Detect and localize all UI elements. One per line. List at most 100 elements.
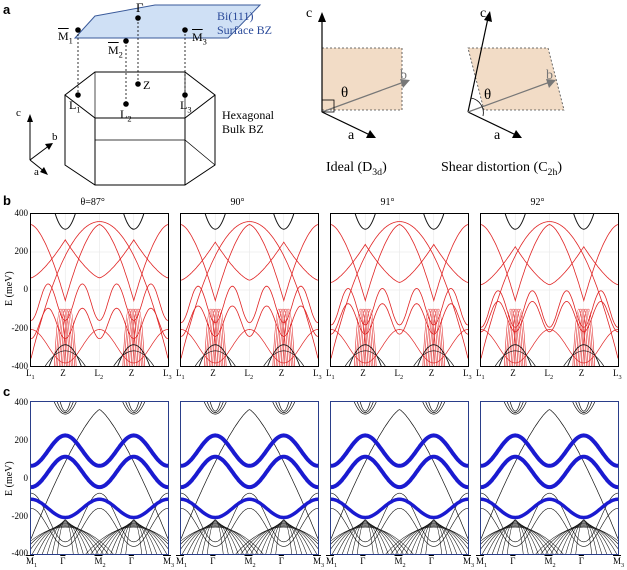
bulk-band-line — [270, 520, 298, 554]
bulk-band-line — [491, 522, 539, 554]
bulk-band-line — [501, 520, 529, 554]
bulk-band-line — [496, 521, 534, 554]
bulk-band-line — [31, 409, 168, 539]
band-line — [331, 224, 468, 303]
bulk-band-line — [260, 522, 308, 554]
band-line — [181, 221, 318, 359]
panel-label-a: a — [3, 2, 11, 17]
bulk-band-line — [255, 523, 312, 554]
bulk-band-line — [31, 525, 109, 554]
row-b-ytick: -400 — [11, 361, 29, 371]
band-line — [48, 344, 82, 366]
bulk-band-line — [206, 519, 224, 554]
row-c-xtick: M1 — [176, 556, 188, 569]
band-line — [181, 329, 318, 364]
m2-point — [123, 38, 129, 44]
band-line — [113, 350, 155, 366]
bulk-band-line — [181, 492, 318, 543]
bulk-bz-top — [64, 71, 216, 119]
row-b-ytick: 200 — [14, 246, 29, 256]
band-line — [331, 303, 468, 335]
bulk-band-line — [53, 402, 77, 415]
m3-point — [182, 27, 188, 33]
row-b-xtick: Z — [578, 368, 585, 378]
shear-label: Shear distortion (C2h) — [441, 160, 563, 178]
bulk-band-line — [95, 525, 168, 554]
row-b-xtick: L3 — [313, 368, 322, 381]
bulk-band-line — [481, 525, 554, 554]
bulk-band-line — [125, 402, 143, 413]
bz-axis-c: c — [16, 107, 21, 119]
bulk-band-line — [59, 402, 71, 412]
bulk-band-line — [560, 522, 608, 554]
bulk-band-line — [481, 409, 618, 539]
row-b-panel-title: 90° — [230, 197, 245, 208]
row-b-xtick: L2 — [244, 368, 254, 381]
band-line — [423, 214, 445, 230]
bulk-band-line — [32, 524, 99, 554]
bulk-band-line — [359, 402, 371, 412]
bulk-band-line — [503, 402, 527, 415]
bulk-band-line — [346, 521, 384, 554]
bulk-band-line — [235, 526, 318, 554]
bulk-band-line — [245, 525, 318, 554]
bulk-band-line — [572, 402, 596, 415]
surface-state — [181, 497, 318, 520]
band-line — [354, 214, 376, 230]
bulk-band-line — [509, 402, 521, 412]
surface-bz-label: Bi(111)Surface BZ — [217, 9, 272, 37]
bulk-band-line — [203, 402, 227, 415]
surface-state — [481, 454, 618, 490]
unit-cells — [318, 11, 565, 138]
bulk-band-line — [482, 524, 549, 554]
bulk-band-line — [240, 525, 318, 554]
bulk-band-line — [356, 519, 374, 554]
band-line — [331, 221, 468, 359]
row-c-xtick: M1 — [326, 556, 338, 569]
row-c-ytick: 200 — [14, 435, 29, 445]
bulk-band-line — [575, 402, 593, 413]
row-b-xtick: Z — [128, 368, 135, 378]
bulk-band-line — [331, 525, 409, 554]
row-b-xtick: L3 — [163, 368, 172, 381]
band-line — [344, 350, 386, 366]
row-b-xtick: Z — [510, 368, 516, 378]
band-line — [273, 214, 295, 230]
band-line — [117, 344, 151, 366]
bulk-band-line — [206, 402, 224, 413]
band-line — [31, 283, 168, 321]
band-line — [417, 344, 451, 366]
bz-axis-b: b — [52, 131, 58, 143]
bulk-band-line — [331, 508, 468, 547]
bulk-band-line — [275, 519, 293, 554]
row-b-xtick: Z — [428, 368, 435, 378]
bulk-band-line — [420, 520, 448, 554]
ideal-axis-c: c — [306, 6, 313, 21]
bulk-band-line — [487, 523, 544, 554]
surface-state — [181, 433, 318, 468]
row-b-xtick: L2 — [94, 368, 104, 381]
row-b-panel-title: θ=87° — [80, 197, 105, 208]
band-line — [31, 329, 168, 364]
row-c-xtick: M3 — [613, 556, 625, 569]
row-c-xtick: M2 — [394, 556, 406, 569]
bulk-band-line — [122, 402, 146, 415]
bulk-band-line — [405, 523, 462, 554]
bulk-band-line — [31, 526, 114, 554]
l2-point — [123, 101, 129, 107]
band-line — [494, 350, 536, 366]
bulk-band-line — [181, 526, 264, 554]
slab-band-plot — [31, 402, 168, 554]
slab-band-plot — [181, 402, 318, 554]
band-line — [31, 239, 168, 279]
bulk-band-line — [356, 402, 374, 413]
ideal-cell — [321, 47, 403, 111]
band-line — [481, 221, 618, 359]
bulk-band-line — [85, 526, 168, 554]
surface-state — [481, 433, 618, 468]
row-c-slab-panel — [30, 401, 169, 555]
bulk-band-line — [415, 521, 453, 554]
bulk-band-line — [425, 402, 443, 413]
ideal-axis-b: b — [400, 68, 407, 83]
